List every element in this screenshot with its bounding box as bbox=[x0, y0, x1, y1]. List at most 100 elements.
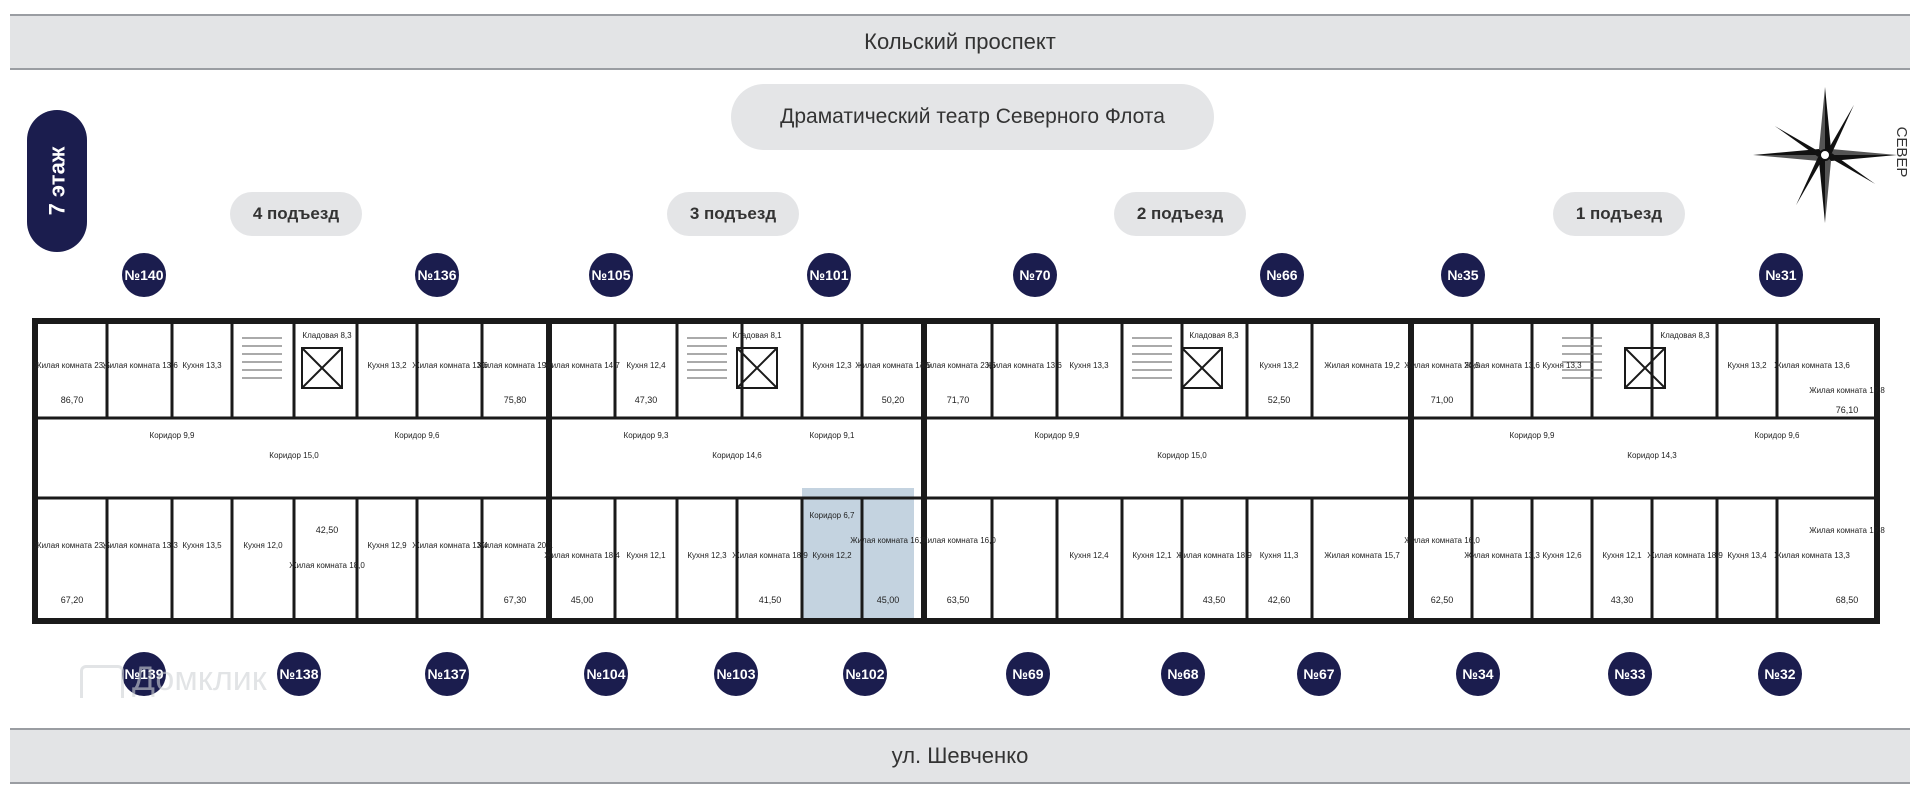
room-label: Жилая комната 13,6 bbox=[1464, 361, 1540, 370]
apartment-badge[interactable]: №103 bbox=[714, 652, 758, 696]
apartment-badge[interactable]: №69 bbox=[1006, 652, 1050, 696]
apartment-number: №139 bbox=[124, 666, 164, 682]
apartment-badge[interactable]: №137 bbox=[425, 652, 469, 696]
watermark: Домклик bbox=[80, 660, 267, 699]
room-label: Жилая комната 13,6 bbox=[986, 361, 1062, 370]
entrance-3: 3 подъезд bbox=[667, 192, 799, 236]
apartment-number: №31 bbox=[1765, 267, 1797, 283]
room-label: Кухня 12,1 bbox=[626, 551, 666, 560]
room-label: Коридор 9,3 bbox=[624, 431, 669, 440]
room-label: Кухня 12,1 bbox=[1602, 551, 1642, 560]
room-label: Кухня 12,9 bbox=[367, 541, 407, 550]
apartment-number: №104 bbox=[586, 666, 626, 682]
street-bottom-label: ул. Шевченко bbox=[891, 743, 1029, 768]
room-label: Жилая комната 23,5 bbox=[920, 361, 996, 370]
apartment-area: 75,80 bbox=[504, 395, 527, 405]
apartment-number: №102 bbox=[845, 666, 885, 682]
room-label: Коридор 15,0 bbox=[269, 451, 319, 460]
room-label: Жилая комната 19,2 bbox=[1324, 361, 1400, 370]
apartment-area: 43,30 bbox=[1611, 595, 1634, 605]
room-label: Кухня 11,3 bbox=[1260, 551, 1299, 560]
room-label: Кухня 12,3 bbox=[812, 361, 852, 370]
room-label: Кладовая 8,1 bbox=[732, 331, 782, 340]
apartment-number: №101 bbox=[809, 267, 849, 283]
room-label: Кухня 13,4 bbox=[1727, 551, 1767, 560]
room-label: Жилая комната 16,0 bbox=[920, 536, 996, 545]
apartment-area: 86,70 bbox=[61, 395, 84, 405]
apartment-number: №32 bbox=[1764, 666, 1796, 682]
apartment-badge[interactable]: №104 bbox=[584, 652, 628, 696]
room-label: Жилая комната 19,8 bbox=[1809, 386, 1885, 395]
apartment-badge[interactable]: №32 bbox=[1758, 652, 1802, 696]
room-label: Кухня 12,4 bbox=[626, 361, 666, 370]
apartment-badge[interactable]: №33 bbox=[1608, 652, 1652, 696]
compass-icon: СЕВЕР bbox=[1753, 87, 1910, 223]
room-label: Коридор 14,6 bbox=[712, 451, 762, 460]
room-label: Коридор 9,6 bbox=[1755, 431, 1800, 440]
room-label: Жилая комната 19,3 bbox=[477, 361, 553, 370]
room-label: Жилая комната 13,6 bbox=[1774, 361, 1850, 370]
entrance-1-label: 1 подъезд bbox=[1575, 204, 1663, 223]
room-label: Коридор 9,1 bbox=[810, 431, 855, 440]
apartment-number: №103 bbox=[716, 666, 756, 682]
room-label: Кухня 13,3 bbox=[1069, 361, 1109, 370]
room-label: Жилая комната 14,7 bbox=[544, 361, 620, 370]
room-label: Жилая комната 13,6 bbox=[412, 361, 488, 370]
room-label: Жилая комната 13,3 bbox=[1464, 551, 1540, 560]
room-label: Жилая комната 23,5 bbox=[34, 541, 110, 550]
apartment-number: №138 bbox=[279, 666, 319, 682]
entrance-2: 2 подъезд bbox=[1114, 192, 1246, 236]
apartment-area: 42,50 bbox=[316, 525, 339, 535]
room-label: Кухня 13,2 bbox=[367, 361, 407, 370]
compass-label: СЕВЕР bbox=[1893, 127, 1910, 178]
house-icon bbox=[80, 664, 124, 698]
apartment-badge[interactable]: №138 bbox=[277, 652, 321, 696]
highlighted-apartment[interactable] bbox=[802, 488, 914, 620]
watermark-label: Домклик bbox=[132, 660, 267, 698]
floor-badge: 7 этаж bbox=[27, 110, 87, 252]
apartment-area: 62,50 bbox=[1431, 595, 1454, 605]
apartment-number: №35 bbox=[1447, 267, 1479, 283]
street-bottom: ул. Шевченко bbox=[10, 728, 1910, 784]
floor-label: 7 этаж bbox=[44, 146, 70, 216]
apartment-number: №34 bbox=[1462, 666, 1494, 682]
apartment-number: №137 bbox=[427, 666, 467, 682]
apartment-badge[interactable]: №102 bbox=[843, 652, 887, 696]
apartment-badge[interactable]: №139 bbox=[122, 652, 166, 696]
room-label: Кухня 12,6 bbox=[1542, 551, 1582, 560]
apartment-badge[interactable]: №66 bbox=[1260, 253, 1304, 297]
apartment-badge[interactable]: №101 bbox=[807, 253, 851, 297]
floor-plan: Жилая комната 23,5 Жилая комната 13,6 Ку… bbox=[32, 318, 1885, 624]
room-label: Кухня 13,2 bbox=[1727, 361, 1767, 370]
room-label: Коридор 9,9 bbox=[1035, 431, 1080, 440]
room-label: Коридор 6,7 bbox=[810, 511, 855, 520]
apartment-badge[interactable]: №140 bbox=[122, 253, 166, 297]
apartment-badge[interactable]: №31 bbox=[1759, 253, 1803, 297]
apartment-badge[interactable]: №68 bbox=[1161, 652, 1205, 696]
room-label: Жилая комната 23,5 bbox=[1404, 361, 1480, 370]
apartment-number: №105 bbox=[591, 267, 631, 283]
apartment-area: 41,50 bbox=[759, 595, 782, 605]
street-top-label: Кольский проспект bbox=[864, 29, 1056, 54]
room-label: Жилая комната 13,3 bbox=[1774, 551, 1850, 560]
apartment-badge[interactable]: №35 bbox=[1441, 253, 1485, 297]
room-label: Жилая комната 15,7 bbox=[1324, 551, 1400, 560]
apartment-badge[interactable]: №67 bbox=[1297, 652, 1341, 696]
apartment-area: 63,50 bbox=[947, 595, 970, 605]
apartment-badge[interactable]: №105 bbox=[589, 253, 633, 297]
room-label: Кладовая 8,3 bbox=[1189, 331, 1239, 340]
apartment-number: №70 bbox=[1019, 267, 1051, 283]
apartment-badge[interactable]: №136 bbox=[415, 253, 459, 297]
apartment-badge[interactable]: №34 bbox=[1456, 652, 1500, 696]
room-label: Жилая комната 18,9 bbox=[732, 551, 808, 560]
room-label: Кухня 13,3 bbox=[182, 361, 222, 370]
room-label: Кухня 13,5 bbox=[182, 541, 222, 550]
room-label: Кухня 12,1 bbox=[1132, 551, 1172, 560]
apartment-area: 67,20 bbox=[61, 595, 84, 605]
apartment-area: 71,70 bbox=[947, 395, 970, 405]
room-label: Кухня 13,2 bbox=[1259, 361, 1299, 370]
apartment-badge[interactable]: №70 bbox=[1013, 253, 1057, 297]
room-label: Жилая комната 13,6 bbox=[102, 361, 178, 370]
apartment-area: 45,00 bbox=[571, 595, 594, 605]
room-label: Жилая комната 16,5 bbox=[850, 536, 926, 545]
